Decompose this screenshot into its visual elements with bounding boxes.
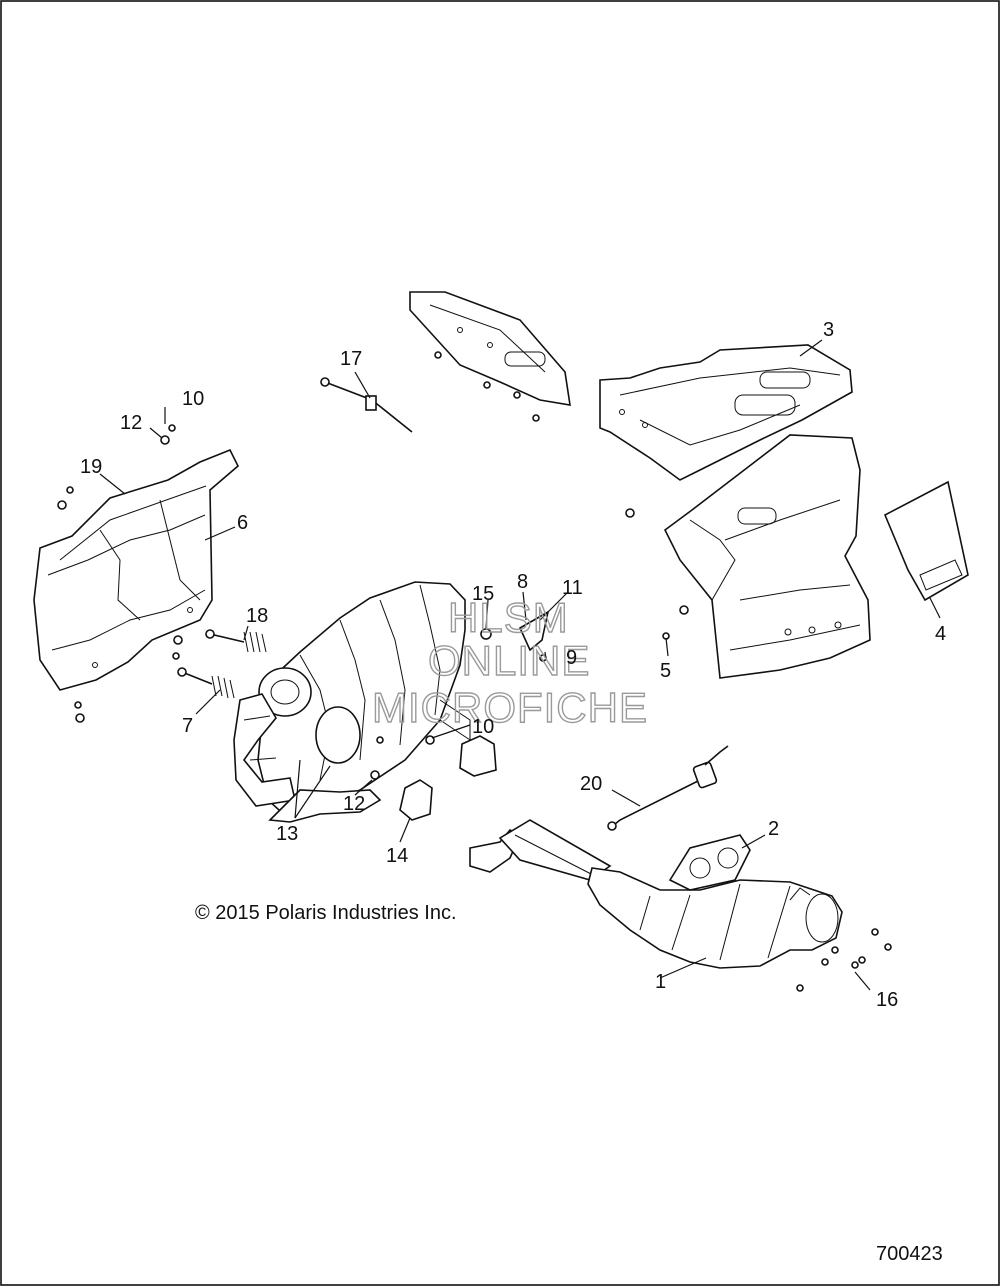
spring-bolts[interactable] <box>177 629 267 699</box>
callouts: 1 2 3 4 5 6 7 8 9 10 10 11 12 12 13 14 1… <box>80 319 946 1011</box>
callout-10-upper: 10 <box>182 388 204 410</box>
heat-shield-upper[interactable] <box>599 344 853 481</box>
callout-10-lower: 10 <box>472 716 494 738</box>
watermark-line-1: HLSM <box>448 594 569 641</box>
callout-19: 19 <box>80 456 102 478</box>
callout-8: 8 <box>517 571 528 593</box>
fasteners <box>57 351 892 992</box>
callout-17: 17 <box>340 348 362 370</box>
callout-18: 18 <box>246 605 268 627</box>
callout-15: 15 <box>472 583 494 605</box>
callout-14: 14 <box>386 845 408 867</box>
callout-16: 16 <box>876 989 898 1011</box>
callout-2: 2 <box>768 818 779 840</box>
heat-shield-right[interactable] <box>663 434 871 679</box>
plate-gasket[interactable] <box>883 480 969 602</box>
watermark-line-2: ONLINE <box>428 637 590 684</box>
cable-tie[interactable] <box>320 377 413 433</box>
watermark: HLSM ONLINE MICROFICHE <box>371 593 648 731</box>
muffler-assembly[interactable] <box>233 581 471 823</box>
heat-shield-left[interactable] <box>33 448 239 691</box>
exhaust-gasket[interactable] <box>668 834 751 891</box>
callout-4: 4 <box>935 623 946 645</box>
watermark-line-3: MICROFICHE <box>372 684 648 731</box>
callout-1: 1 <box>655 971 666 993</box>
callout-13: 13 <box>276 823 298 845</box>
copyright-notice: © 2015 Polaris Industries Inc. <box>195 902 457 924</box>
callout-5: 5 <box>660 660 671 682</box>
leader-lines <box>99 339 941 991</box>
callout-6: 6 <box>237 512 248 534</box>
drawing-number: 700423 <box>876 1243 943 1265</box>
callout-3: 3 <box>823 319 834 341</box>
oxygen-sensor[interactable] <box>607 745 729 831</box>
callout-11: 11 <box>562 577 583 599</box>
exhaust-pipe[interactable] <box>469 819 843 969</box>
callout-12-upper: 12 <box>120 412 142 434</box>
callout-20: 20 <box>580 773 602 795</box>
callout-12-lower: 12 <box>343 793 365 815</box>
callout-9: 9 <box>566 647 577 669</box>
rubber-mounts[interactable] <box>399 735 497 821</box>
bracket-shield-top[interactable] <box>409 291 571 406</box>
callout-7: 7 <box>182 715 193 737</box>
